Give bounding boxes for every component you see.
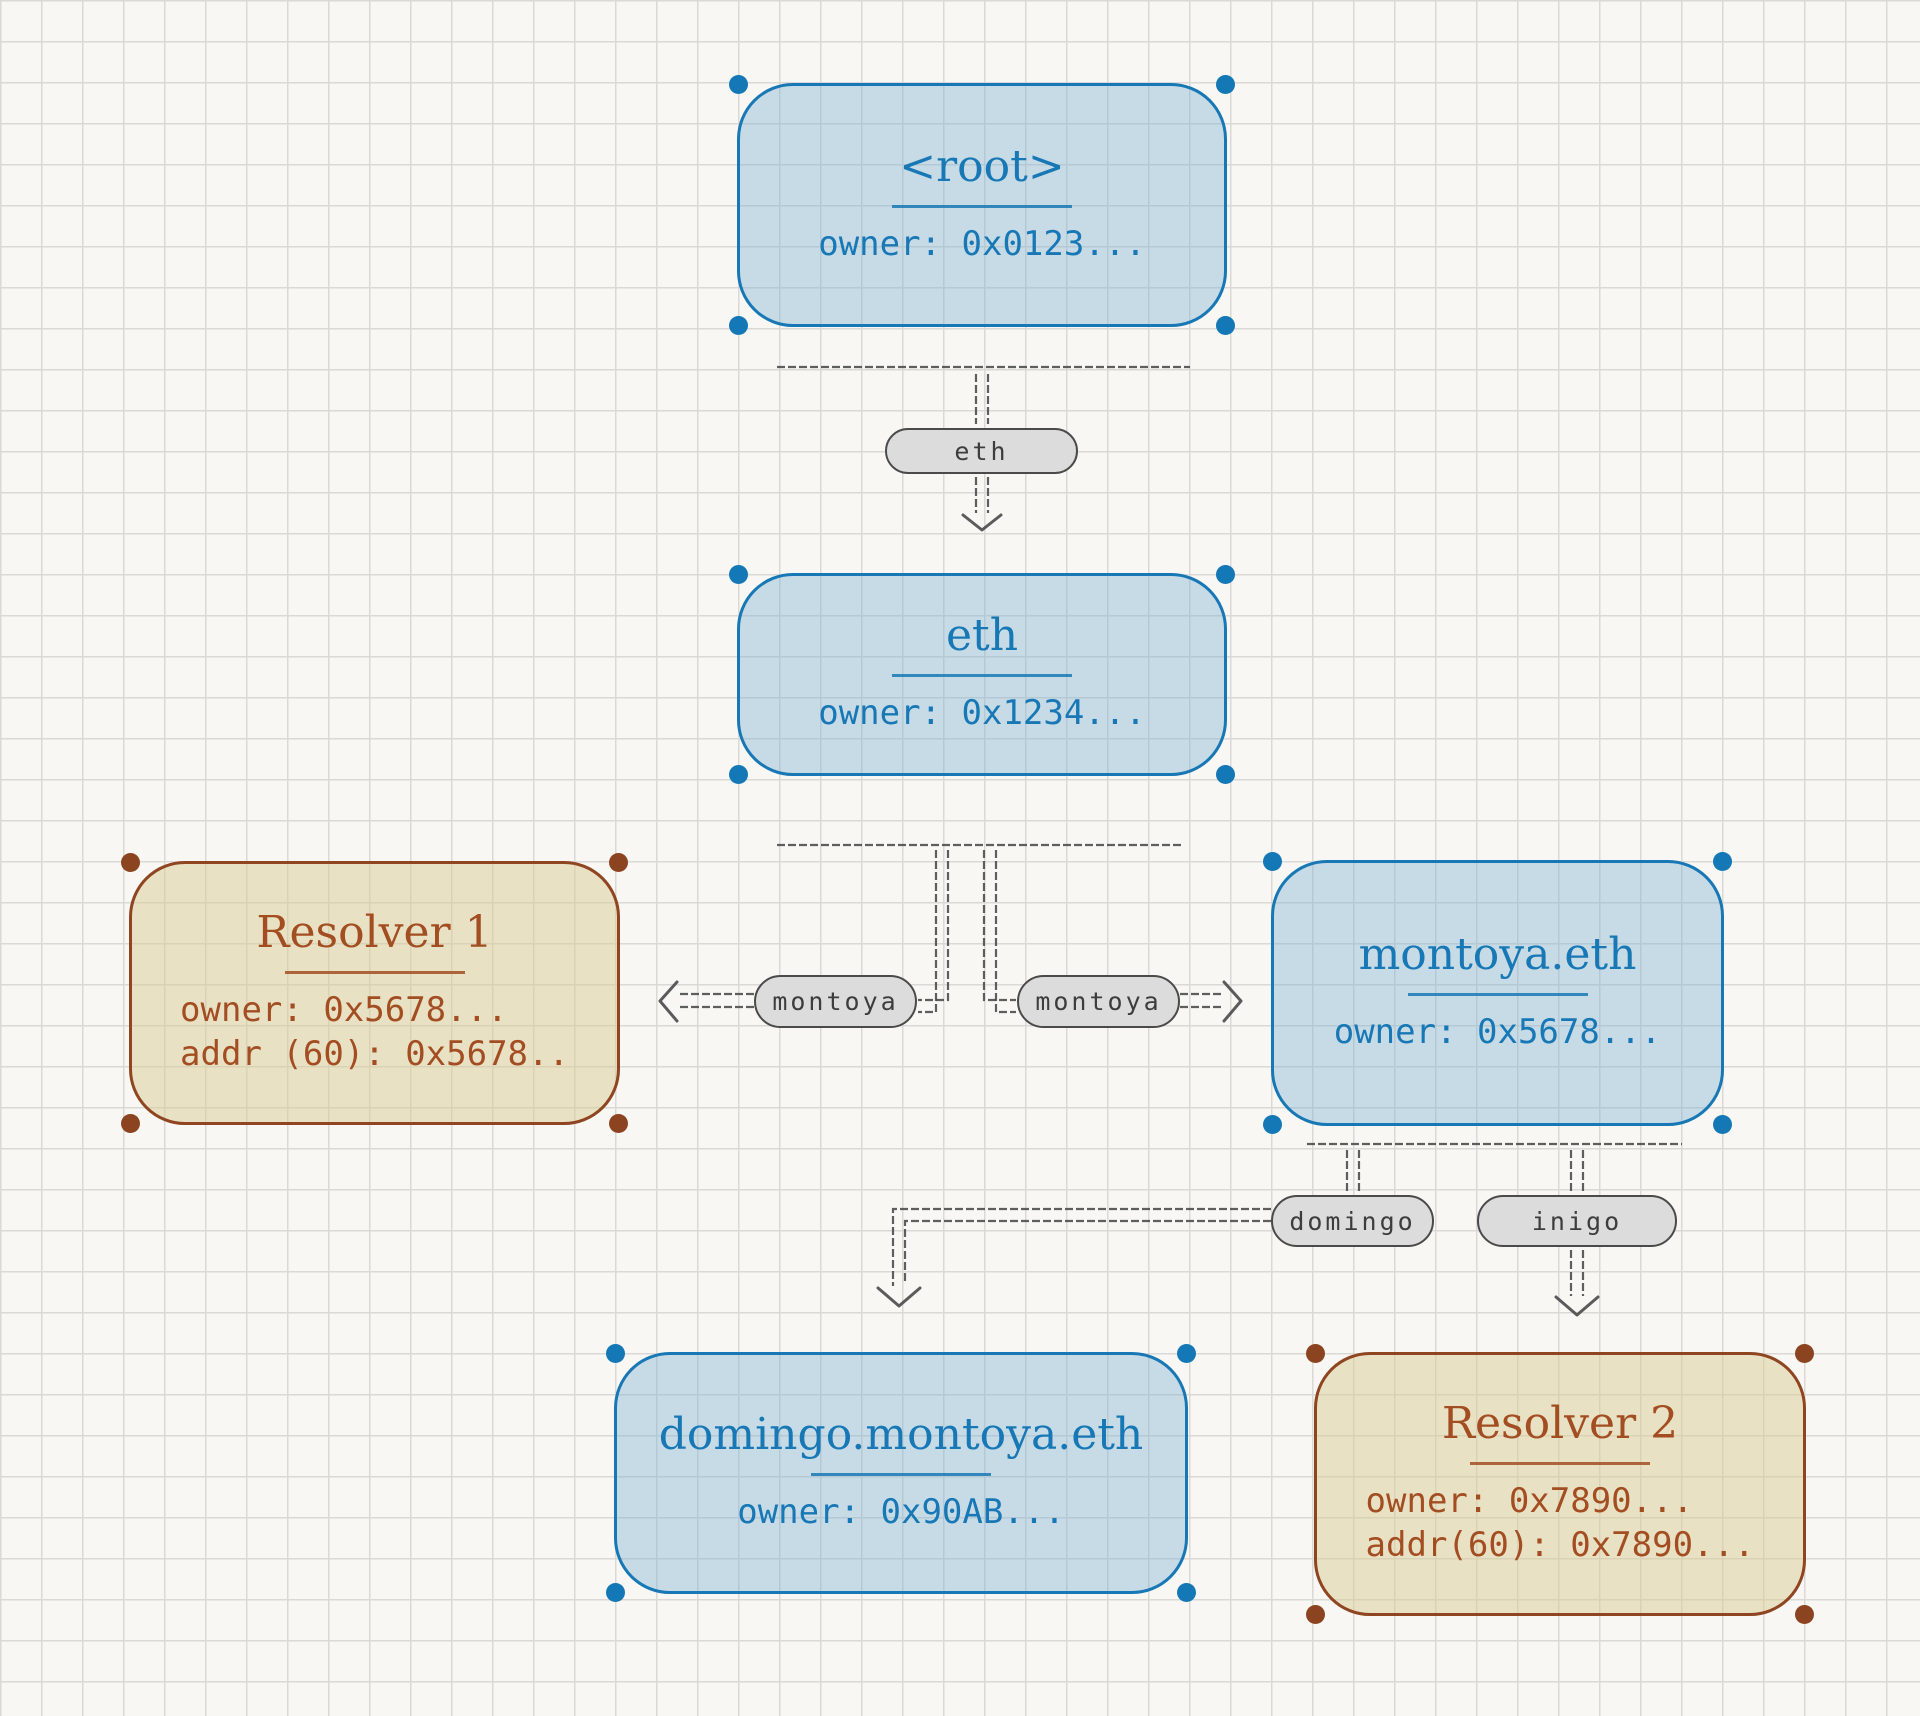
node-title: domingo.montoya.eth: [658, 1408, 1144, 1460]
node-owner: owner: 0x5678...: [1333, 1011, 1662, 1052]
selection-handle-icon[interactable]: [121, 853, 140, 872]
selection-handle-icon[interactable]: [1177, 1344, 1196, 1363]
node-owner: owner: 0x7890...: [1365, 1481, 1694, 1522]
selection-handle-icon[interactable]: [729, 316, 748, 335]
node-owner: owner: 0x90AB...: [737, 1491, 1065, 1532]
node-title: montoya.eth: [1358, 928, 1637, 980]
title-underline: [811, 1472, 991, 1476]
selection-handle-icon[interactable]: [1713, 852, 1732, 871]
edge-label-montoya-right[interactable]: montoya: [1017, 975, 1180, 1028]
title-underline: [1407, 992, 1588, 996]
node-montoya-eth[interactable]: montoya.eth owner: 0x5678...: [1263, 852, 1732, 1134]
selection-handle-icon[interactable]: [121, 1114, 140, 1133]
selection-handle-icon[interactable]: [729, 565, 748, 584]
edge-root-to-eth[interactable]: [777, 365, 1190, 532]
edge-label-inigo[interactable]: inigo: [1477, 1195, 1677, 1247]
edge-eth-to-resolver1[interactable]: [658, 850, 950, 1023]
selection-handle-icon[interactable]: [729, 765, 748, 784]
selection-handle-icon[interactable]: [729, 75, 748, 94]
title-underline: [892, 674, 1072, 678]
title-underline: [284, 971, 465, 975]
node-title: <root>: [899, 140, 1065, 192]
arrowhead-down-icon: [961, 513, 1003, 532]
selection-handle-icon[interactable]: [1177, 1583, 1196, 1602]
selection-handle-icon[interactable]: [1795, 1605, 1814, 1624]
edge-montoya-to-resolver2[interactable]: [1554, 1150, 1600, 1317]
edge-eth-to-montoya-eth[interactable]: [982, 850, 1243, 1023]
selection-handle-icon[interactable]: [606, 1583, 625, 1602]
node-resolver2[interactable]: Resolver 2 owner: 0x7890... addr(60): 0x…: [1306, 1344, 1814, 1624]
node-addr: addr(60): 0x7890...: [1365, 1524, 1755, 1565]
arrowhead-down-icon: [876, 1286, 922, 1308]
selection-handle-icon[interactable]: [606, 1344, 625, 1363]
selection-handle-icon[interactable]: [1216, 316, 1235, 335]
node-owner: owner: 0x1234...: [818, 693, 1146, 734]
selection-handle-icon[interactable]: [1306, 1605, 1325, 1624]
selection-handle-icon[interactable]: [1795, 1344, 1814, 1363]
node-eth[interactable]: eth owner: 0x1234...: [729, 565, 1235, 784]
node-owner: owner: 0x5678...: [180, 990, 508, 1031]
selection-handle-icon[interactable]: [1306, 1344, 1325, 1363]
selection-handle-icon[interactable]: [609, 1114, 628, 1133]
edge-label-eth[interactable]: eth: [885, 428, 1078, 474]
edge-label-domingo[interactable]: domingo: [1271, 1195, 1434, 1247]
title-underline: [892, 204, 1072, 208]
selection-handle-icon[interactable]: [1263, 1115, 1282, 1134]
selection-handle-icon[interactable]: [609, 853, 628, 872]
selection-handle-icon[interactable]: [1216, 565, 1235, 584]
node-owner: owner: 0x0123...: [818, 223, 1146, 264]
node-resolver1[interactable]: Resolver 1 owner: 0x5678... addr (60): 0…: [121, 853, 628, 1133]
selection-handle-icon[interactable]: [1713, 1115, 1732, 1134]
node-root[interactable]: <root> owner: 0x0123...: [729, 75, 1235, 335]
node-title: eth: [945, 610, 1019, 662]
node-title: Resolver 2: [1441, 1397, 1679, 1449]
node-addr: addr (60): 0x5678..: [180, 1033, 569, 1074]
arrowhead-right-icon: [1222, 980, 1243, 1023]
arrowhead-down-icon: [1554, 1295, 1600, 1317]
edge-montoya-to-domingo[interactable]: [876, 1150, 1361, 1308]
title-underline: [1470, 1462, 1650, 1466]
edge-label-montoya-left[interactable]: montoya: [754, 975, 917, 1028]
selection-handle-icon[interactable]: [1216, 765, 1235, 784]
selection-handle-icon[interactable]: [1263, 852, 1282, 871]
selection-handle-icon[interactable]: [1216, 75, 1235, 94]
arrowhead-left-icon: [658, 980, 679, 1023]
node-domingo-montoya-eth[interactable]: domingo.montoya.eth owner: 0x90AB...: [606, 1344, 1196, 1602]
node-title: Resolver 1: [256, 906, 493, 958]
